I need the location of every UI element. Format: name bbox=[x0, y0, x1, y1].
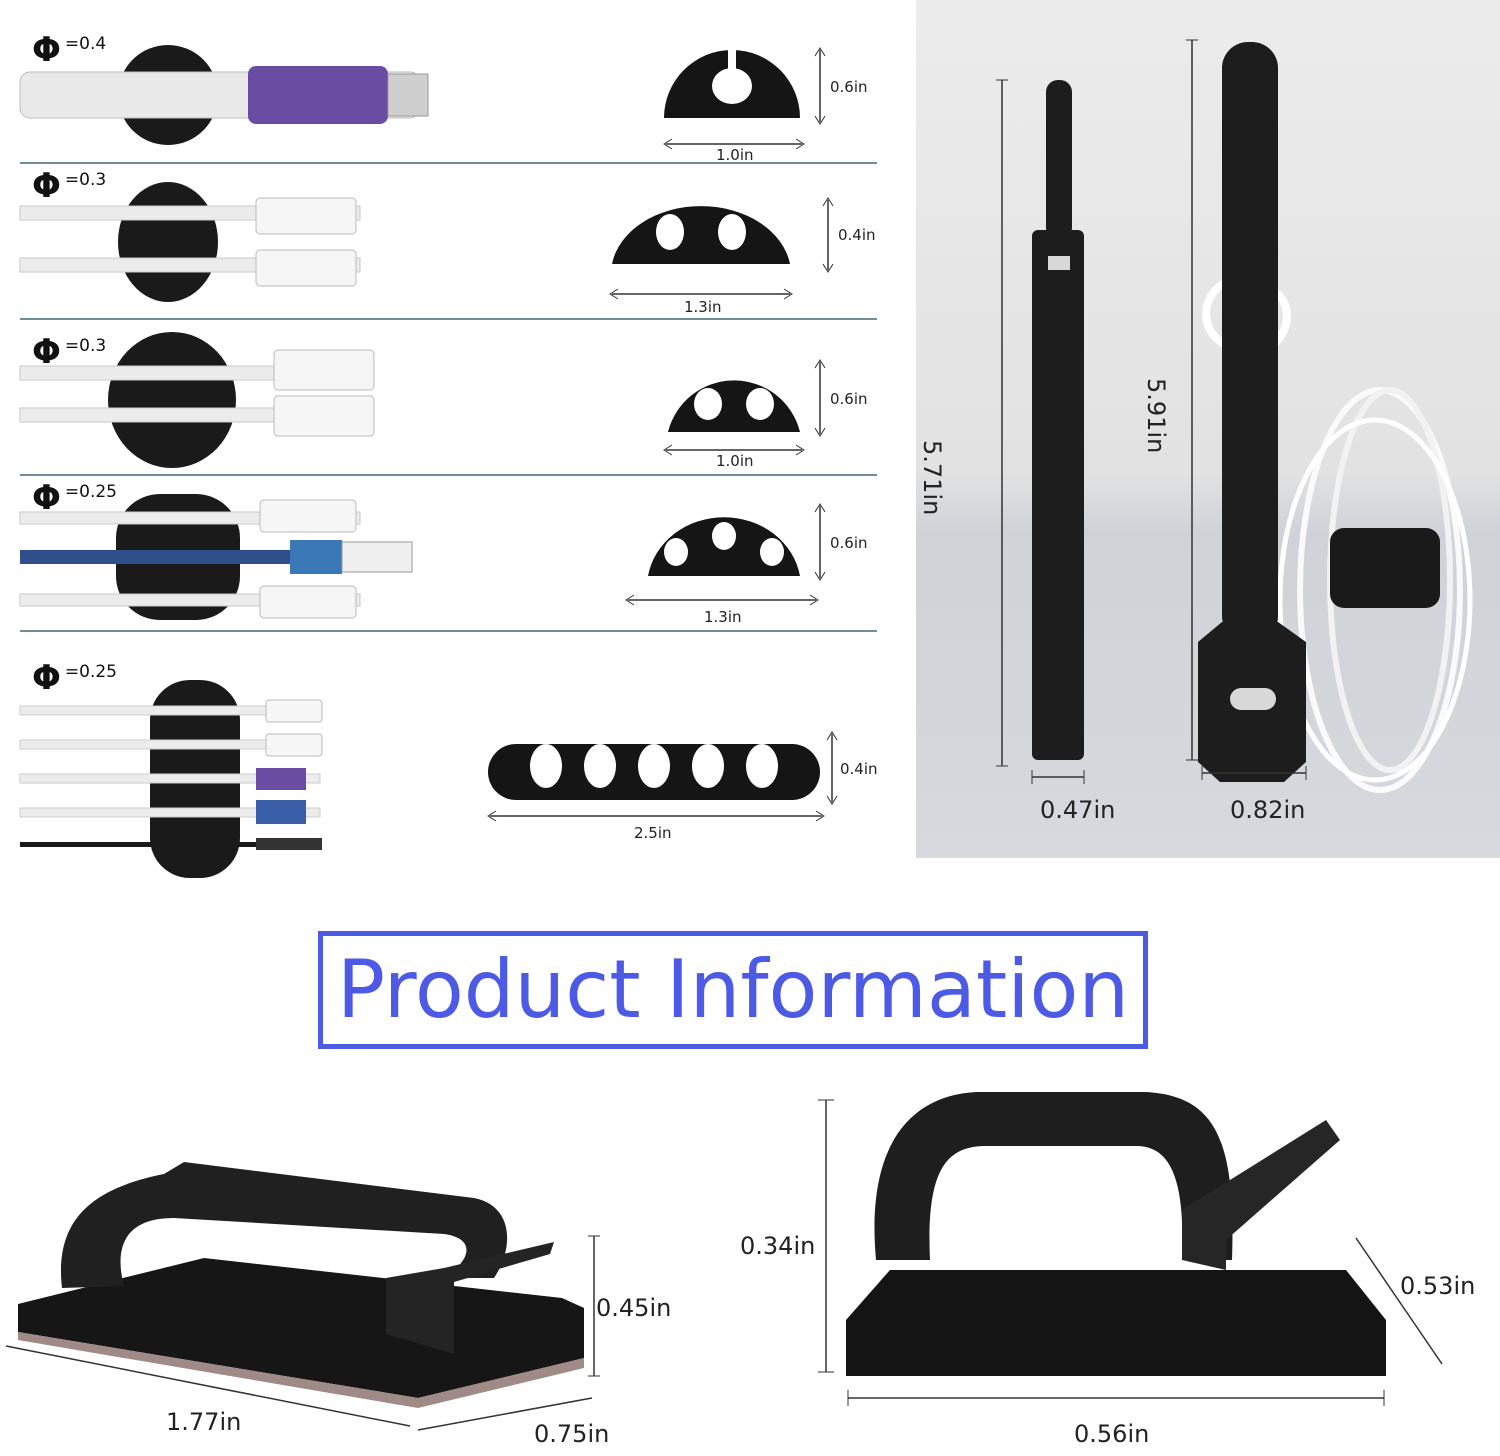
right-clip-depth-label: 0.53in bbox=[1400, 1272, 1476, 1300]
left-clip-height-arrow bbox=[588, 1235, 600, 1377]
velcro-small-length-label: 5.71in bbox=[918, 440, 946, 516]
cable-holder-photo-1 bbox=[19, 45, 429, 145]
right-clip-height-label: 0.34in bbox=[740, 1232, 816, 1260]
cable-holder-photo-5 bbox=[19, 680, 323, 878]
right-clip-depth-arrow bbox=[1355, 1237, 1443, 1365]
holder-1-width-label: 1.0in bbox=[716, 146, 754, 164]
holder-2-width-arrow bbox=[609, 288, 793, 300]
adhesive-cable-clip-left bbox=[18, 1162, 584, 1408]
right-clip-width-label: 0.56in bbox=[1074, 1420, 1150, 1448]
left-clip-width-label: 0.75in bbox=[534, 1420, 610, 1448]
earphone-cable-coil bbox=[1202, 276, 1473, 793]
holder-4-slot-diagram bbox=[648, 517, 800, 576]
holder-5-width-arrow bbox=[487, 810, 825, 822]
holder-3-slot-diagram bbox=[668, 380, 800, 432]
velcro-large-width-label: 0.82in bbox=[1230, 796, 1306, 824]
holder-2-height-arrow bbox=[822, 197, 834, 273]
phi-label-2: Φ=0.3 bbox=[32, 166, 107, 206]
left-clip-height-label: 0.45in bbox=[596, 1294, 672, 1322]
holder-4-height-arrow bbox=[814, 503, 826, 581]
cable-holder-photo-2 bbox=[19, 182, 361, 302]
holder-5-height-arrow bbox=[826, 731, 838, 805]
holder-2-width-label: 1.3in bbox=[684, 298, 722, 316]
left-clip-length-arrow bbox=[5, 1345, 411, 1427]
phi-label-4: Φ=0.25 bbox=[32, 478, 118, 518]
product-information-banner: Product Information bbox=[318, 931, 1148, 1049]
holder-3-width-label: 1.0in bbox=[716, 452, 754, 470]
phi-label-1: Φ=0.4 bbox=[32, 30, 107, 70]
holder-1-width-arrow bbox=[663, 138, 805, 150]
velcro-small-width-label: 0.47in bbox=[1040, 796, 1116, 824]
velcro-large-width-arrow bbox=[1201, 766, 1307, 780]
row-separator bbox=[20, 474, 877, 476]
holder-3-height-arrow bbox=[814, 359, 826, 437]
right-clip-height-arrow bbox=[818, 1099, 834, 1373]
holder-2-height-label: 0.4in bbox=[838, 226, 876, 244]
holder-4-width-arrow bbox=[625, 594, 819, 606]
holder-1-slot-diagram bbox=[664, 50, 800, 118]
row-separator bbox=[20, 630, 877, 632]
row-separator bbox=[20, 318, 877, 320]
holder-1-height-label: 0.6in bbox=[830, 78, 868, 96]
right-clip-width-arrow bbox=[847, 1390, 1385, 1406]
holder-4-width-label: 1.3in bbox=[704, 608, 742, 626]
holder-5-height-label: 0.4in bbox=[840, 760, 878, 778]
velcro-large-length-label: 5.91in bbox=[1142, 378, 1170, 454]
velcro-tie-small bbox=[1032, 80, 1084, 760]
cable-holder-photo-4 bbox=[19, 494, 413, 620]
velcro-tie-large bbox=[1198, 42, 1306, 782]
velcro-small-length-arrow bbox=[996, 79, 1008, 767]
holder-3-height-label: 0.6in bbox=[830, 390, 868, 408]
cable-holder-photo-3 bbox=[19, 332, 375, 468]
phi-label-3: Φ=0.3 bbox=[32, 332, 107, 372]
holder-5-slot-diagram bbox=[488, 744, 820, 800]
adhesive-cable-clip-right bbox=[846, 1092, 1386, 1376]
holder-2-slot-diagram bbox=[612, 206, 790, 264]
holder-1-height-arrow bbox=[814, 47, 826, 125]
phi-label-5: Φ=0.25 bbox=[32, 658, 118, 698]
velcro-small-width-arrow bbox=[1031, 770, 1085, 784]
velcro-large-length-arrow bbox=[1186, 39, 1198, 761]
holder-5-width-label: 2.5in bbox=[634, 824, 672, 842]
holder-3-width-arrow bbox=[663, 444, 805, 456]
left-clip-length-label: 1.77in bbox=[166, 1408, 242, 1436]
row-separator bbox=[20, 162, 877, 164]
left-clip-width-arrow bbox=[417, 1397, 593, 1431]
holder-4-height-label: 0.6in bbox=[830, 534, 868, 552]
